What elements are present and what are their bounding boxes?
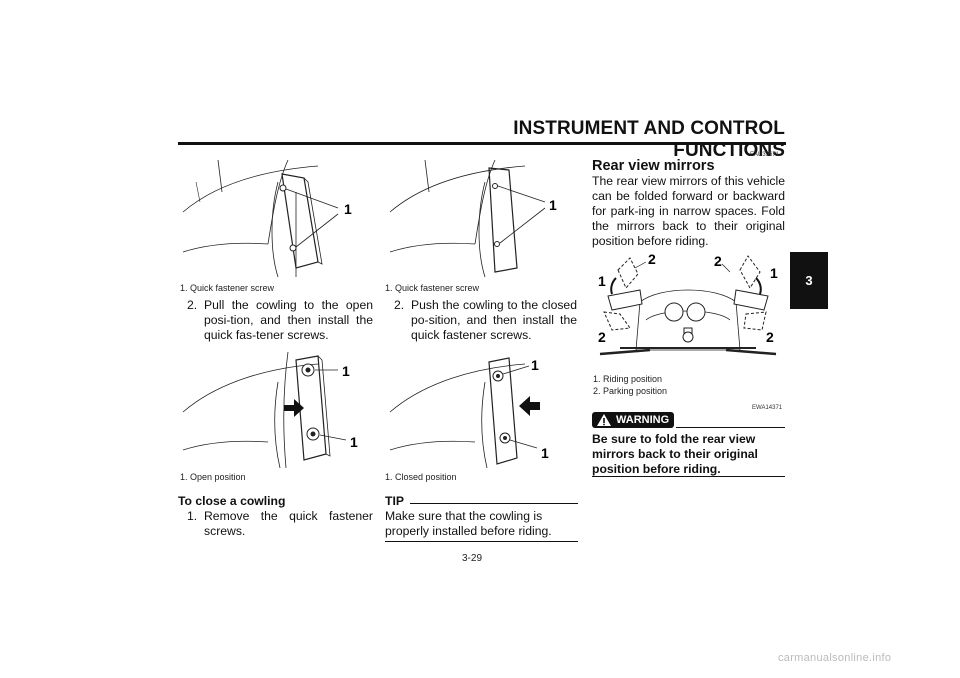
fig4-callout-top: 1 — [531, 357, 539, 373]
fig1-caption: 1. Quick fastener screw — [180, 283, 275, 293]
warning-label: WARNING — [616, 414, 670, 426]
page-number: 3-29 — [462, 553, 483, 564]
fig3-caption: 1. Open position — [180, 472, 246, 482]
figure-fastener-screws-1: 1 — [182, 159, 352, 278]
fig5-label-riding-left: 1 — [598, 273, 606, 289]
fig3-callout-top: 1 — [342, 363, 350, 379]
fig4-caption: 1. Closed position — [385, 472, 457, 482]
doc-code-mirrors: EAU39671 — [750, 152, 780, 158]
fig5-label-parking-bottom-right: 2 — [766, 329, 774, 345]
page-header: INSTRUMENT AND CONTROL FUNCTIONS — [513, 118, 785, 161]
warning-top-rule — [676, 427, 785, 428]
close-cowling-heading: To close a cowling — [178, 494, 286, 508]
fig3-callout-bottom: 1 — [350, 434, 358, 450]
fig5-caption-parking: 2. Parking position — [593, 386, 668, 396]
tip-top-rule — [410, 503, 578, 504]
chapter-tab: 3 — [790, 252, 828, 309]
tip-bottom-rule — [385, 541, 578, 542]
fig5-label-parking-top-right: 2 — [714, 253, 722, 269]
mirrors-text: The rear view mirrors of this vehicle ca… — [592, 174, 785, 248]
fig4-callout-bottom: 1 — [541, 445, 549, 461]
figure-open-position: 1 1 — [182, 351, 358, 468]
figure-closed-position: 1 1 — [389, 357, 549, 468]
fig5-label-parking-top-left: 2 — [648, 251, 656, 267]
figure-fastener-screws-2: 1 — [389, 159, 557, 278]
fig1-callout: 1 — [344, 201, 352, 217]
fig5-label-parking-bottom-left: 2 — [598, 329, 606, 345]
tip-label: TIP — [385, 494, 404, 508]
fig2-caption: 1. Quick fastener screw — [385, 283, 480, 293]
fig5-caption-riding: 1. Riding position — [593, 374, 663, 384]
warning-badge: WARNING — [592, 412, 674, 428]
figure-rear-view-mirrors: 1 1 2 2 2 2 — [598, 251, 778, 356]
doc-code-warning: EWA14371 — [752, 405, 783, 411]
warning-text: Be sure to fold the rear view mirrors ba… — [592, 432, 758, 476]
tip-text: Make sure that the cowling is properly i… — [385, 509, 552, 538]
warning-bottom-rule — [592, 476, 785, 477]
fig2-callout: 1 — [549, 197, 557, 213]
watermark: carmanualsonline.info — [778, 652, 892, 664]
header-rule — [178, 142, 786, 145]
fig5-label-riding-right: 1 — [770, 265, 778, 281]
warning-triangle-icon — [597, 414, 611, 426]
mirrors-heading: Rear view mirrors — [592, 158, 715, 174]
